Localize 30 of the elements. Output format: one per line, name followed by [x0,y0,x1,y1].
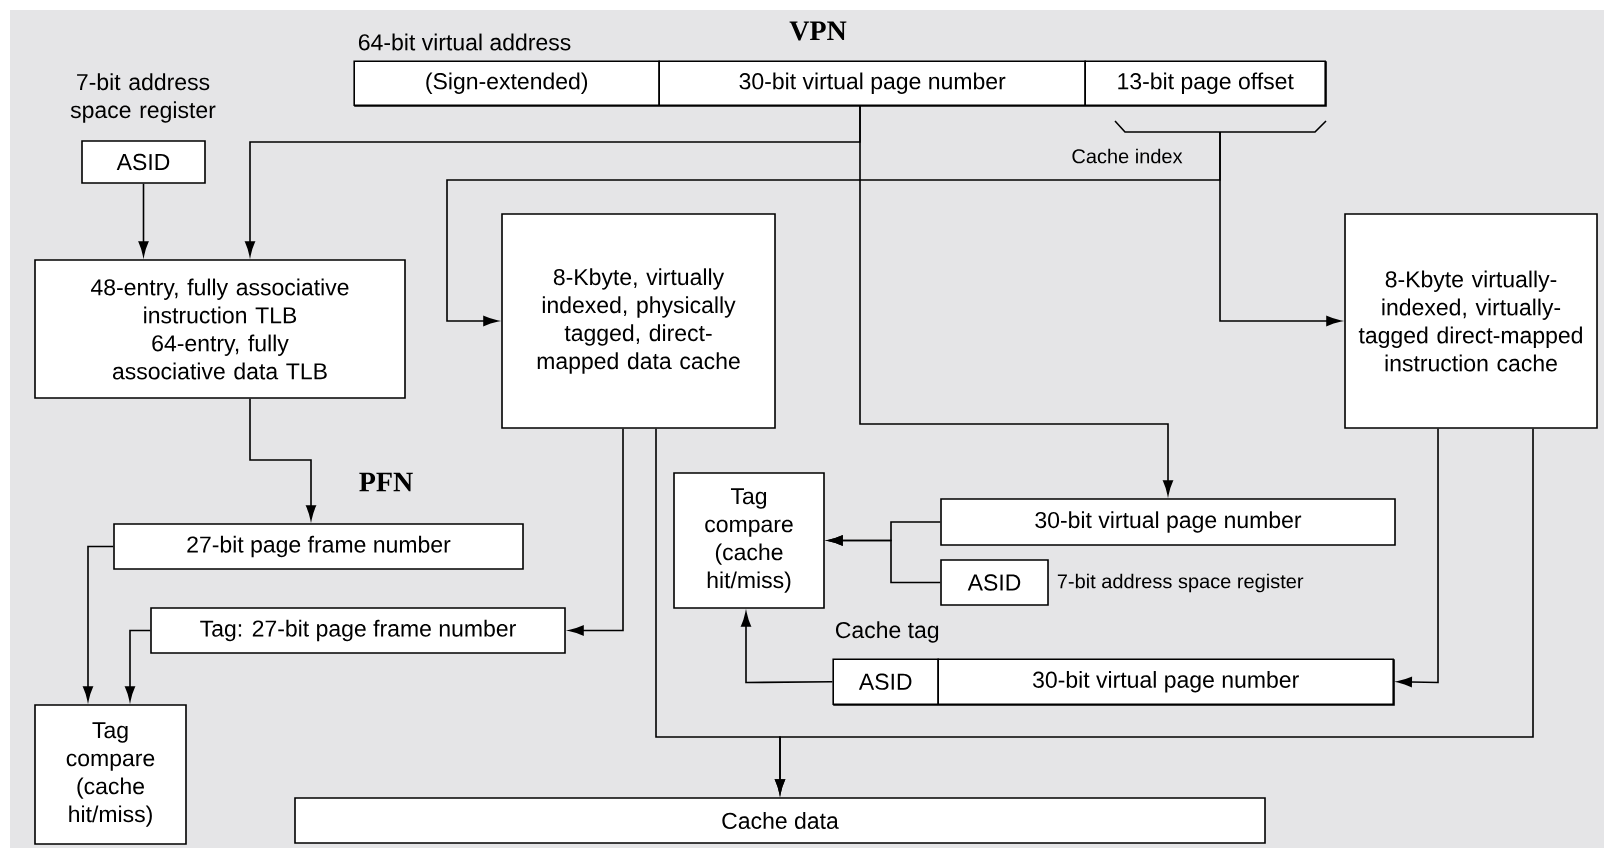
register-box: ASID [940,559,1049,606]
arrow [249,398,317,520]
box-heading: 64-bit virtual address [358,33,571,51]
number-field: 30-bit virtual page number [940,498,1396,546]
bracket-label: Cache index [1072,148,1183,164]
arrow [740,612,834,684]
data-bar: Cache data [294,797,1266,844]
arrow [1219,131,1341,327]
arrow [124,629,151,701]
number-field: 27-bit page frame number [113,523,524,570]
address-field: (Sign-extended) [353,60,660,106]
tag-field: ASID [832,658,939,705]
field-label: VPN [789,21,847,41]
tag-field: Tag: 27-bit page frame number [150,607,566,654]
arrow [1397,428,1439,688]
register-box: ASID [81,140,206,184]
compare-box: Tag compare (cache hit/miss) [673,472,825,609]
box-heading: 7-bit address space register [70,73,216,123]
address-field: 30-bit virtual page number [658,60,1086,106]
field-label: PFN [359,472,413,492]
arrow [859,105,1174,495]
arrow [82,545,114,701]
cache-box: 8-Kbyte virtually-indexed, virtually-tagged direct-mapped instruction cache [1344,213,1598,429]
compare-box: Tag compare (cache hit/miss) [34,704,187,845]
register-label: 7-bit address space register [1057,573,1304,593]
box-heading: Cache tag [835,621,939,643]
arrow [774,428,1534,794]
tlb-box: 48-entry, fully associative instruction TLB 64-entry, fully associative data TLB [34,259,406,399]
cache-box: 8-Kbyte, virtually indexed, physically tagged, direct-mapped data cache [501,213,776,429]
address-field: 13-bit page offset [1084,60,1326,106]
